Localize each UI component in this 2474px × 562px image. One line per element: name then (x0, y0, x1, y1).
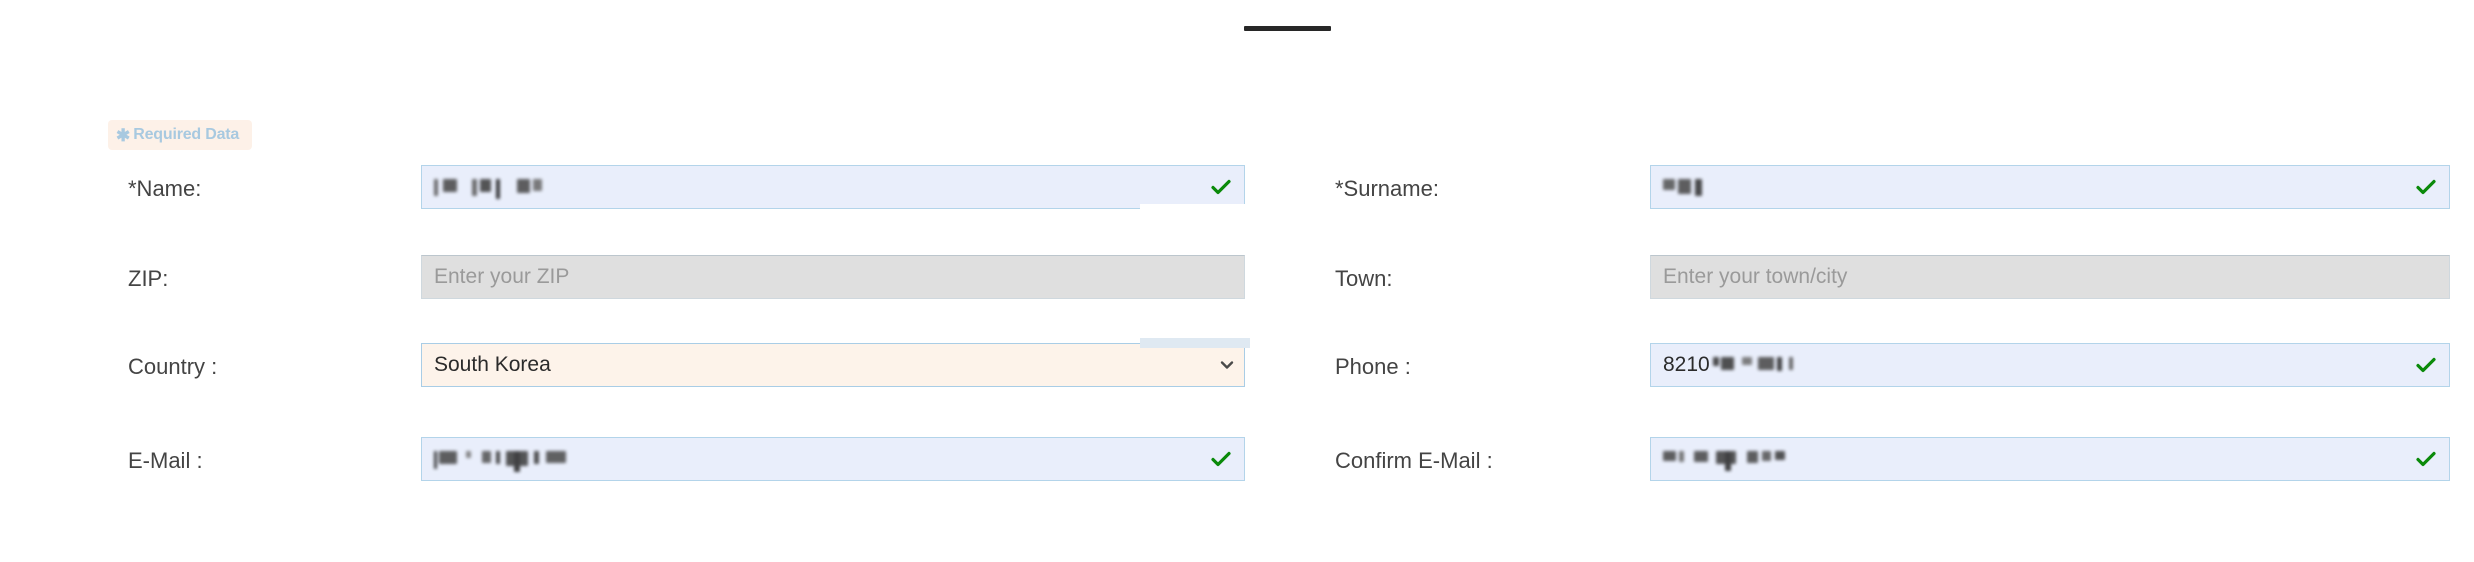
chevron-down-icon[interactable] (1220, 358, 1234, 372)
page-title-redacted (1244, 26, 1331, 31)
country-select[interactable]: South Korea (421, 343, 1245, 387)
confirm-email-input[interactable] (1650, 437, 2450, 481)
email-value-redacted (434, 450, 609, 472)
required-data-label: Required Data (133, 126, 240, 143)
input-wrap-name (421, 165, 1245, 209)
country-selected-value: South Korea (434, 353, 551, 376)
input-wrap-surname (1650, 165, 2450, 209)
town-placeholder: Enter your town/city (1663, 265, 1848, 288)
label-country: Country : (128, 354, 218, 379)
input-wrap-confirm-email (1650, 437, 2450, 481)
zip-input[interactable]: Enter your ZIP (421, 255, 1245, 299)
input-wrap-email (421, 437, 1245, 481)
required-data-badge: ✱ Required Data (108, 120, 252, 150)
check-icon (2415, 354, 2437, 376)
form-field-town: Town: Enter your town/city (1335, 255, 2455, 303)
input-wrap-phone: 8210 (1650, 343, 2450, 387)
name-input[interactable] (421, 165, 1245, 209)
check-icon (1210, 176, 1232, 198)
input-wrap-country: South Korea (421, 343, 1245, 387)
surname-value-redacted (1663, 178, 1715, 196)
input-wrap-town: Enter your town/city (1650, 255, 2450, 299)
label-town: Town: (1335, 266, 1393, 291)
form-field-phone: Phone : 8210 (1335, 343, 2455, 391)
name-value-redacted (434, 178, 579, 199)
zip-placeholder: Enter your ZIP (434, 265, 570, 288)
label-surname: *Surname: (1335, 176, 1439, 201)
asterisk-icon: ✱ (116, 125, 131, 145)
phone-value-prefix: 8210 (1663, 353, 1710, 376)
form-field-country: Country : South Korea (128, 343, 1248, 391)
form-field-name: *Name: (128, 165, 1248, 213)
form-field-surname: *Surname: (1335, 165, 2455, 213)
check-icon (2415, 448, 2437, 470)
label-name: *Name: (128, 176, 202, 201)
label-email: E-Mail : (128, 448, 203, 473)
form-field-email: E-Mail : (128, 437, 1248, 485)
label-zip: ZIP: (128, 266, 169, 291)
surname-input[interactable] (1650, 165, 2450, 209)
form-field-confirm-email: Confirm E-Mail : (1335, 437, 2455, 485)
label-phone: Phone : (1335, 354, 1411, 379)
check-icon (2415, 176, 2437, 198)
check-icon (1210, 448, 1232, 470)
town-input[interactable]: Enter your town/city (1650, 255, 2450, 299)
form-field-zip: ZIP: Enter your ZIP (128, 255, 1248, 303)
phone-input[interactable]: 8210 (1650, 343, 2450, 387)
label-confirm-email: Confirm E-Mail : (1335, 448, 1493, 473)
confirm-email-value-redacted (1663, 450, 1831, 471)
email-input[interactable] (421, 437, 1245, 481)
phone-value-redacted (1712, 356, 1821, 374)
input-wrap-zip: Enter your ZIP (421, 255, 1245, 299)
